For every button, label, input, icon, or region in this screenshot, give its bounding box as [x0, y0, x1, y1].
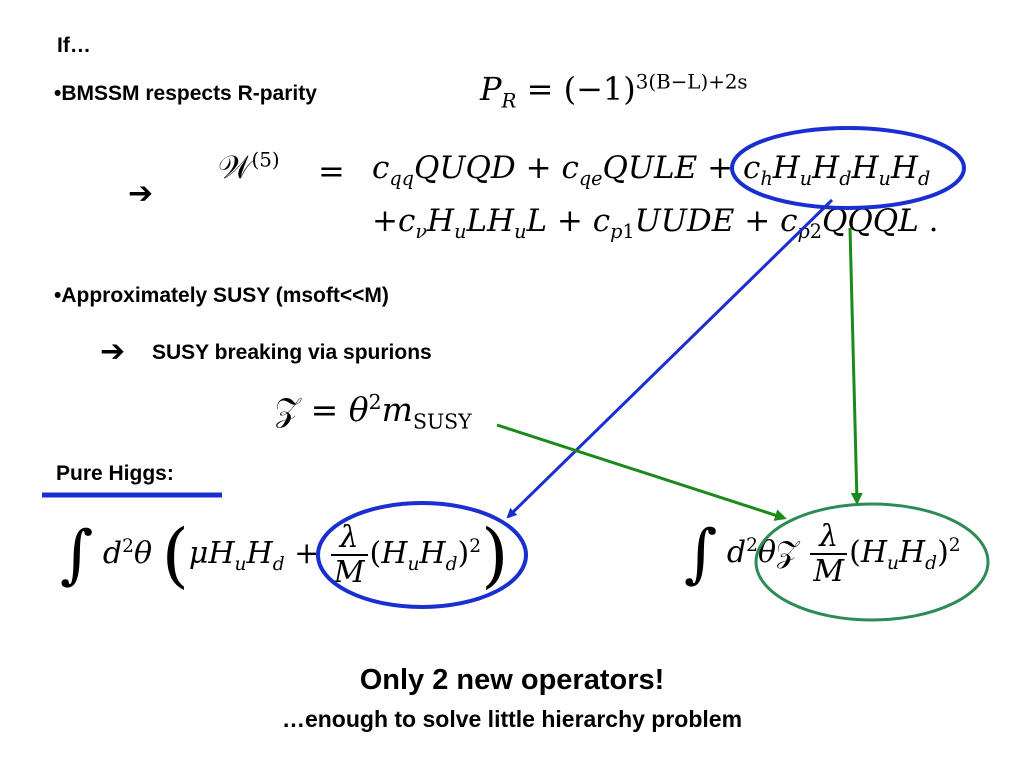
r-parity-exp: 3(B−L)+2s	[635, 70, 748, 94]
implies-arrow-icon: ➔	[128, 176, 154, 211]
highlight-ellipse-ch	[730, 126, 966, 210]
r-parity-lhs: P	[480, 70, 502, 108]
superpotential-eq: =	[318, 152, 345, 190]
highlight-ellipse-lambda-left	[316, 501, 528, 609]
superpotential-line-1: cqqQUQD + cqeQULE + chHuHdHuHd	[372, 150, 931, 191]
highlight-ellipse-lambda-right	[754, 502, 990, 622]
r-parity-equation: PR = (−1)3(B−L)+2s	[480, 70, 748, 112]
conclusion-title: Only 2 new operators!	[359, 664, 665, 696]
green-vertical-arrow	[848, 227, 863, 505]
pure-higgs-label: Pure Higgs:	[56, 462, 174, 485]
superpotential-lhs: 𝒲(5)	[218, 148, 280, 186]
heading-if: If…	[57, 34, 91, 57]
bullet-approx-susy: •Approximately SUSY (msoft<<M)	[54, 284, 389, 307]
r-parity-rhs: = (−1)	[526, 70, 636, 108]
conclusion-subtitle: …enough to solve little hierarchy proble…	[281, 706, 743, 732]
blue-connector-arrow	[506, 198, 834, 519]
spurion-equation: 𝒵 = θ2mSUSY	[275, 390, 472, 434]
r-parity-sub: R	[501, 89, 517, 113]
green-spurion-arrow	[496, 423, 787, 521]
spurion-text: SUSY breaking via spurions	[152, 341, 432, 364]
bullet-r-parity: •BMSSM respects R-parity	[54, 82, 317, 105]
implies-arrow-icon-2: ➔	[100, 334, 126, 369]
